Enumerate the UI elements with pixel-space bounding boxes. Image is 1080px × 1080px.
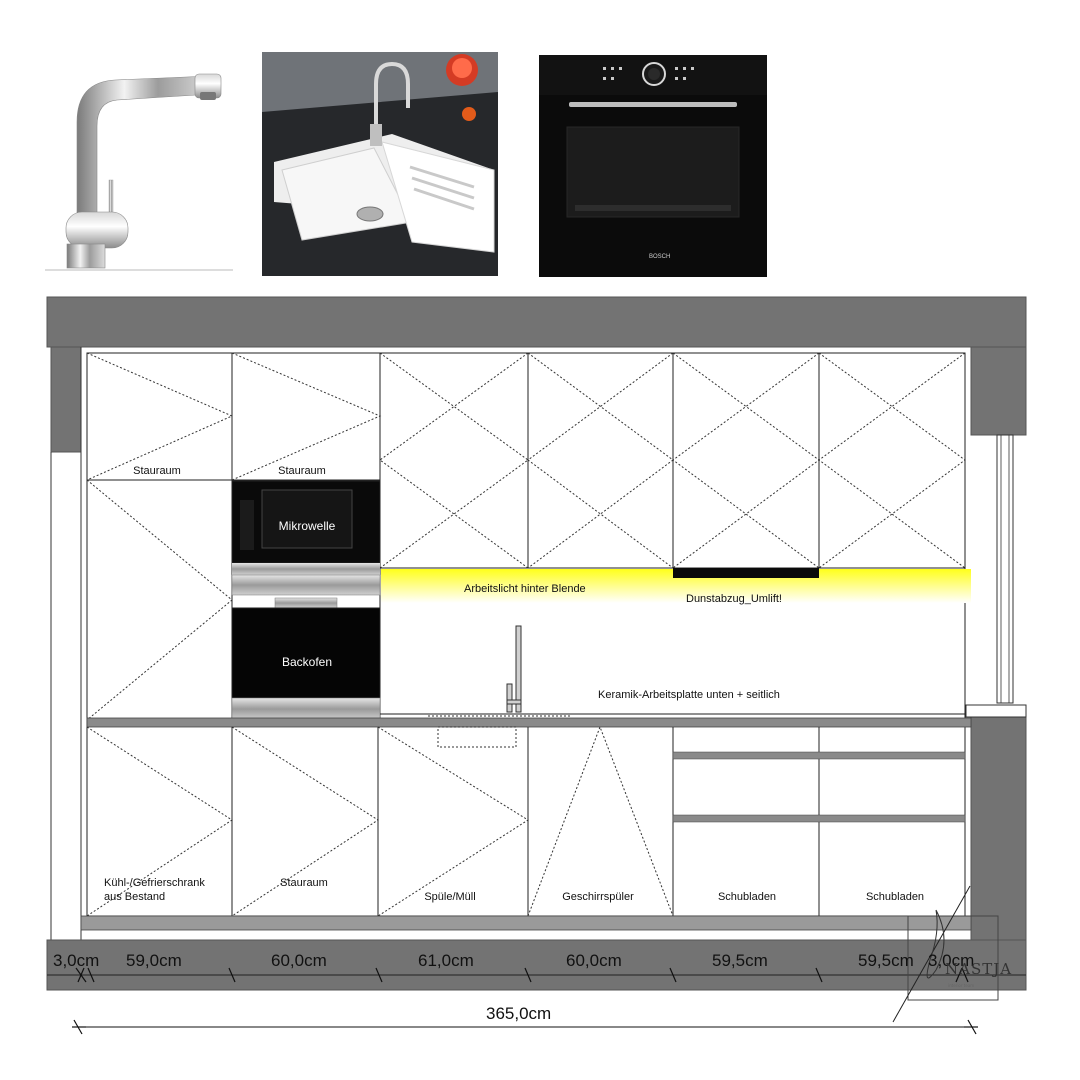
- ceiling-band: [46, 296, 1027, 348]
- dim-segment-1: 3,0cm: [53, 951, 100, 970]
- worktop: [86, 717, 972, 728]
- label-schub-2: Schubladen: [865, 891, 925, 903]
- label-stauraum-top-1: Stauraum: [133, 465, 181, 477]
- label-fridge-line1: Kühl-/Gefrierschrank: [104, 877, 205, 889]
- label-spuele: Spüle/Müll: [424, 891, 476, 903]
- plinth: [80, 915, 972, 931]
- label-mikrowelle: Mikrowelle: [278, 519, 336, 533]
- label-stauraum-base: Stauraum: [280, 877, 328, 889]
- window-frame: [996, 434, 1014, 704]
- label-schub-1: Schubladen: [717, 891, 777, 903]
- dim-segment-6: 59,5cm: [712, 951, 768, 970]
- label-dunstabzug: Dunstabzug_Umlift!: [686, 593, 782, 605]
- dim-segment-3: 60,0cm: [271, 951, 327, 970]
- logo-subtext: interior team: [948, 983, 975, 988]
- kitchen-frame: [86, 352, 966, 917]
- window-sill: [965, 704, 1027, 718]
- faucet-drawing: [515, 625, 522, 713]
- oven-brand-text: BOSCH: [649, 254, 670, 260]
- right-wall-top: [970, 346, 1027, 436]
- label-stauraum-top-2: Stauraum: [278, 465, 326, 477]
- label-geschirr: Geschirrspüler: [562, 891, 634, 903]
- oven-tall: [231, 574, 381, 596]
- right-wall-bottom: [970, 716, 1027, 941]
- dim-total: 365,0cm: [486, 1004, 552, 1023]
- dim-segment-4: 61,0cm: [418, 951, 474, 970]
- oven-photo: BOSCH: [539, 55, 767, 277]
- label-keramik: Keramik-Arbeitsplatte unten + seitlich: [598, 689, 780, 701]
- label-backofen: Backofen: [281, 655, 333, 669]
- floor-band: [46, 939, 1027, 991]
- faucet-photo: [45, 52, 233, 274]
- sink-photo: [262, 52, 498, 276]
- left-wall: [50, 346, 82, 453]
- label-arbeitslicht: Arbeitslicht hinter Blende: [464, 583, 586, 595]
- dim-segment-5: 60,0cm: [566, 951, 622, 970]
- dim-segment-7: 59,5cm: [858, 951, 914, 970]
- label-fridge-line2: aus Bestand: [104, 891, 166, 903]
- logo-text: NASTJA: [945, 960, 1013, 978]
- dim-segment-8: 3,0cm: [928, 951, 975, 970]
- hood: [673, 568, 819, 578]
- dim-segment-2: 59,0cm: [126, 951, 182, 970]
